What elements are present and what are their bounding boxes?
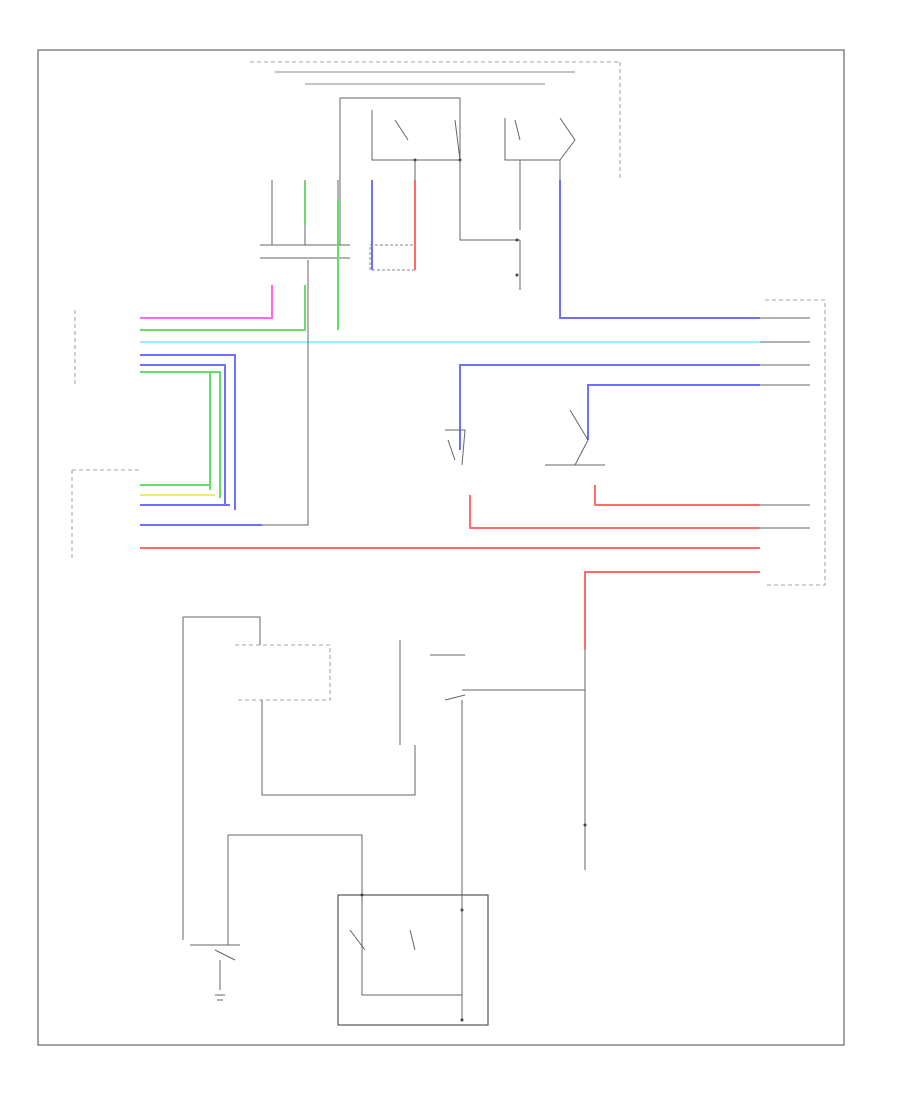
starter-box [337, 894, 489, 1026]
wire-green-a [140, 182, 306, 331]
wire-gray-ecm [262, 260, 309, 526]
splice-dot [360, 893, 364, 897]
splice-dot [515, 238, 519, 242]
splice-dot [460, 1018, 464, 1022]
splice-dot [460, 908, 464, 912]
wire-red-lower [584, 571, 760, 650]
lower-relay-wiring [182, 616, 586, 940]
relay-left [339, 97, 461, 245]
park-neutral-symbol [545, 409, 605, 466]
wire-blue-right2 [459, 364, 760, 450]
engine-control-block [71, 469, 140, 560]
wire-red-pn [594, 485, 760, 506]
battery-symbol [190, 944, 240, 1001]
wire-blue-right [559, 180, 760, 319]
wire-pink [140, 285, 273, 319]
wire-blue-main [140, 354, 236, 510]
diagram-frame [37, 49, 845, 1046]
wire-blue-ecm [140, 504, 262, 526]
splice-dot [583, 823, 587, 827]
fuse-box-top [250, 61, 621, 180]
relay-right [504, 117, 576, 180]
wire-red-clutch [469, 495, 760, 529]
wire-green-c [140, 371, 221, 498]
splice-dot [515, 273, 519, 277]
engine-room-left-block [235, 644, 331, 701]
junction-connector-block [765, 299, 826, 586]
power-distribution-box [369, 244, 416, 271]
fuse-wires-top [414, 160, 521, 290]
clutch-switch-symbol [445, 429, 466, 466]
starter-internal [227, 834, 463, 1020]
junction-pins [760, 317, 810, 529]
wire-blue-right3 [587, 384, 760, 440]
